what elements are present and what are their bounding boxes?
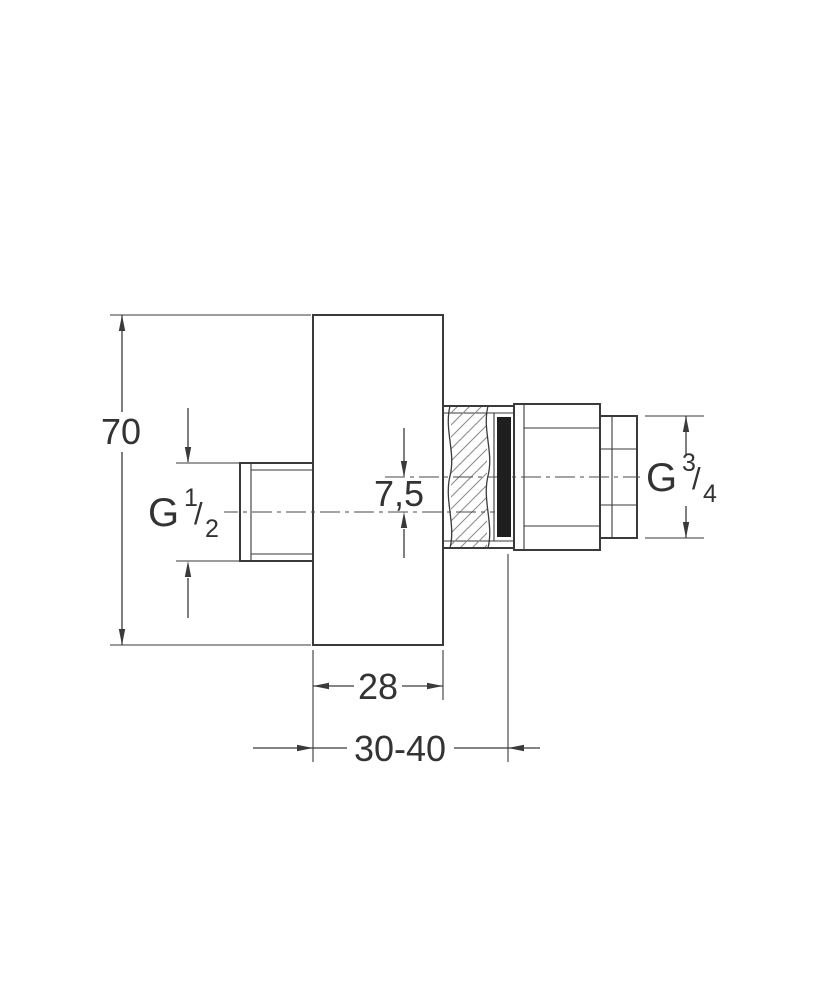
break-line-right (485, 405, 491, 549)
dim-gthreeq-label-bg (640, 456, 734, 506)
dim-3040-arrow-right (508, 744, 524, 752)
dim-gthreeq-arrow-up (682, 416, 690, 432)
center-lines (150, 476, 640, 513)
dim-28-arrow-right (427, 682, 443, 690)
dim-offset-label-bg (372, 482, 426, 510)
dim-70-arrow-down (118, 629, 126, 645)
inlet-thread-label-slash: / (194, 496, 203, 531)
section-hatching (451, 407, 487, 547)
dim-offset-arrow-down (400, 461, 408, 477)
inlet-thread-label-num: 1 (184, 484, 198, 512)
wall-plate (312, 314, 444, 646)
break-line-left (447, 405, 453, 549)
inlet-thread-label-g: G (148, 491, 179, 535)
outlet-thread-label-slash: / (692, 461, 701, 496)
dim-70-label-bg (100, 412, 144, 452)
inlet-thread-label-den: 2 (205, 515, 219, 543)
outlet-thread-label-g: G (646, 456, 677, 500)
dim-ghalf-arrow-up (184, 561, 192, 577)
seal (497, 417, 511, 537)
dim-3040-label: 30-40 (354, 728, 446, 769)
dim-offset-label: 7,5 (374, 473, 424, 514)
seal-gasket (497, 417, 511, 537)
dim-g-three-quarter: G 3 / 4 (640, 415, 734, 539)
dim-28-label-bg (354, 672, 402, 704)
outlet-thread-label-den: 4 (703, 480, 717, 508)
dim-gthreeq-arrow-down (682, 522, 690, 538)
dim-g-half: G 1 / 2 (142, 408, 242, 618)
dim-ghalf-label-bg (142, 490, 224, 542)
outlet-thread-label-num: 3 (682, 449, 696, 477)
dim-ghalf-arrow-down (184, 447, 192, 463)
dim-28-arrow-left (313, 682, 329, 690)
dim-offset-arrow-up (400, 512, 408, 528)
dim-28-label: 28 (358, 666, 398, 707)
dim-3040-label-bg (347, 734, 454, 766)
wall-plate-outline (312, 314, 444, 646)
dim-28: 28 (312, 650, 444, 762)
dim-30-40: 30-40 (253, 554, 540, 769)
dim-70: 70 (100, 314, 311, 646)
dim-70-label: 70 (101, 411, 141, 452)
dim-70-arrow-up (118, 315, 126, 331)
dim-offset-7-5: 7,5 (372, 428, 426, 558)
wall-pipe-section (443, 405, 514, 549)
dim-3040-arrow-left (297, 744, 313, 752)
